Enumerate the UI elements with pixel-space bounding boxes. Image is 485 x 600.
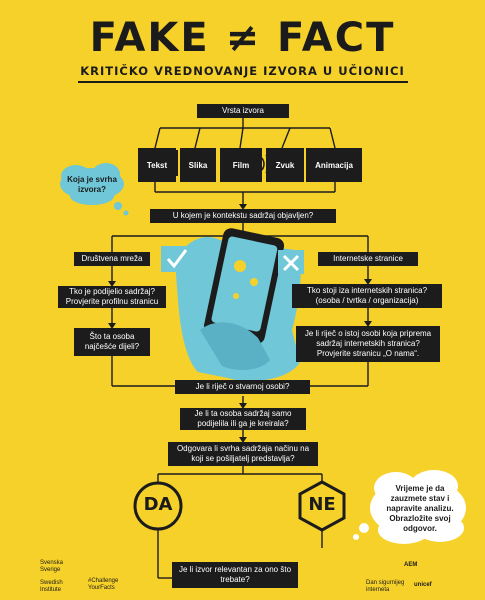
media-image: Slika (180, 148, 216, 182)
web-heading: Internetske stranice (318, 252, 418, 266)
note-text: Vrijeme je da zauzmete stav i napravite … (386, 484, 454, 533)
purpose-match-question: Odgovara li svrha sadržaja načinu na koj… (168, 442, 318, 466)
no-hexagon (298, 480, 346, 532)
yes-circle (133, 481, 183, 531)
check-tile (161, 246, 191, 272)
phone-illustration (175, 228, 301, 382)
yes-label: DA (143, 494, 173, 515)
shared-or-created-question: Je li ta osoba sadržaj samo podijelila i… (180, 408, 306, 430)
web-q1: Tko stoji iza internetskih stranica? (os… (292, 284, 442, 308)
logo-si: Swedish Institute (40, 580, 63, 593)
media-animation: Animacija (306, 148, 362, 182)
social-heading: Društvena mreža (74, 252, 150, 266)
no-label: NE (308, 494, 336, 515)
relevance-question: Je li izvor relevantan za ono što trebat… (172, 562, 298, 588)
media-sound: Zvuk (266, 148, 304, 182)
web-q2: Je li riječ o istoj osobi koja priprema … (296, 326, 440, 362)
source-type-box: Vrsta izvora (197, 104, 289, 118)
context-question: U kojem je kontekstu sadržaj objavljen? (150, 209, 336, 223)
cross-tile (278, 250, 304, 274)
purpose-question: Koja je svrha izvora? (67, 175, 117, 194)
real-person-question: Je li riječ o stvarnoj osobi? (175, 380, 310, 394)
logo-challenge: #Challenge YourFacts (88, 578, 119, 591)
page-title: FAKE ≠ FACT (89, 15, 396, 61)
media-film: Film (220, 148, 262, 182)
purpose-cloud (60, 163, 129, 216)
note-cloud (353, 470, 466, 544)
logo-aem: AEM (404, 562, 418, 568)
page-subtitle: KRITIČKO VREDNOVANJE IZVORA U UČIONICI (80, 64, 405, 78)
media-text: Tekst (138, 148, 176, 182)
social-q1: Tko je podijelio sadržaj? Provjerite pro… (58, 286, 166, 308)
social-q2: Što ta osoba najčešće dijeli? (74, 328, 150, 356)
subtitle-underline (78, 81, 408, 83)
logo-unicef: unicef (414, 582, 432, 588)
logo-sweden: Svenska Sverige (40, 560, 64, 573)
logo-safer-internet: Dan sigurnijeg interneta (366, 580, 405, 593)
